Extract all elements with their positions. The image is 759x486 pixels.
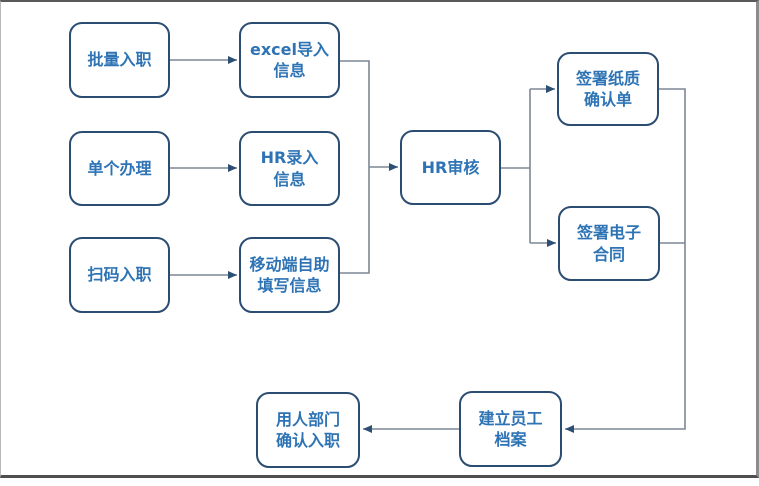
node-label: 批量入职 <box>87 50 152 70</box>
node-label: 用人部门 确认入职 <box>275 409 340 450</box>
connector-hrreview-branch <box>501 89 531 243</box>
node-hr-entry-info: HR录入 信息 <box>239 131 340 206</box>
node-label: 建立员工 档案 <box>478 408 543 449</box>
connector-right-to-employeefile <box>565 88 686 433</box>
connector-merge-vertical <box>340 60 370 274</box>
node-mobile-self-fill: 移动端自助 填写信息 <box>239 237 340 313</box>
node-label: 单个办理 <box>87 158 152 178</box>
node-label: HR审核 <box>421 157 480 177</box>
node-single-processing: 单个办理 <box>69 131 170 206</box>
node-batch-onboarding: 批量入职 <box>69 22 170 98</box>
node-label: HR录入 信息 <box>260 148 319 189</box>
node-label: 移动端自助 填写信息 <box>249 254 330 295</box>
node-label: 签署纸质 确认单 <box>575 68 640 109</box>
node-dept-confirm-onboarding: 用人部门 确认入职 <box>256 392 360 468</box>
node-excel-import-info: excel导入 信息 <box>239 22 340 98</box>
node-label: 扫码入职 <box>87 265 152 285</box>
node-scan-onboarding: 扫码入职 <box>69 237 170 313</box>
node-label: excel导入 信息 <box>250 39 329 80</box>
node-sign-paper-confirmation: 签署纸质 确认单 <box>557 52 659 126</box>
node-hr-review: HR审核 <box>400 130 501 205</box>
node-label: 签署电子 合同 <box>576 223 641 264</box>
node-create-employee-file: 建立员工 档案 <box>459 391 562 467</box>
node-sign-electronic-contract: 签署电子 合同 <box>558 206 660 281</box>
